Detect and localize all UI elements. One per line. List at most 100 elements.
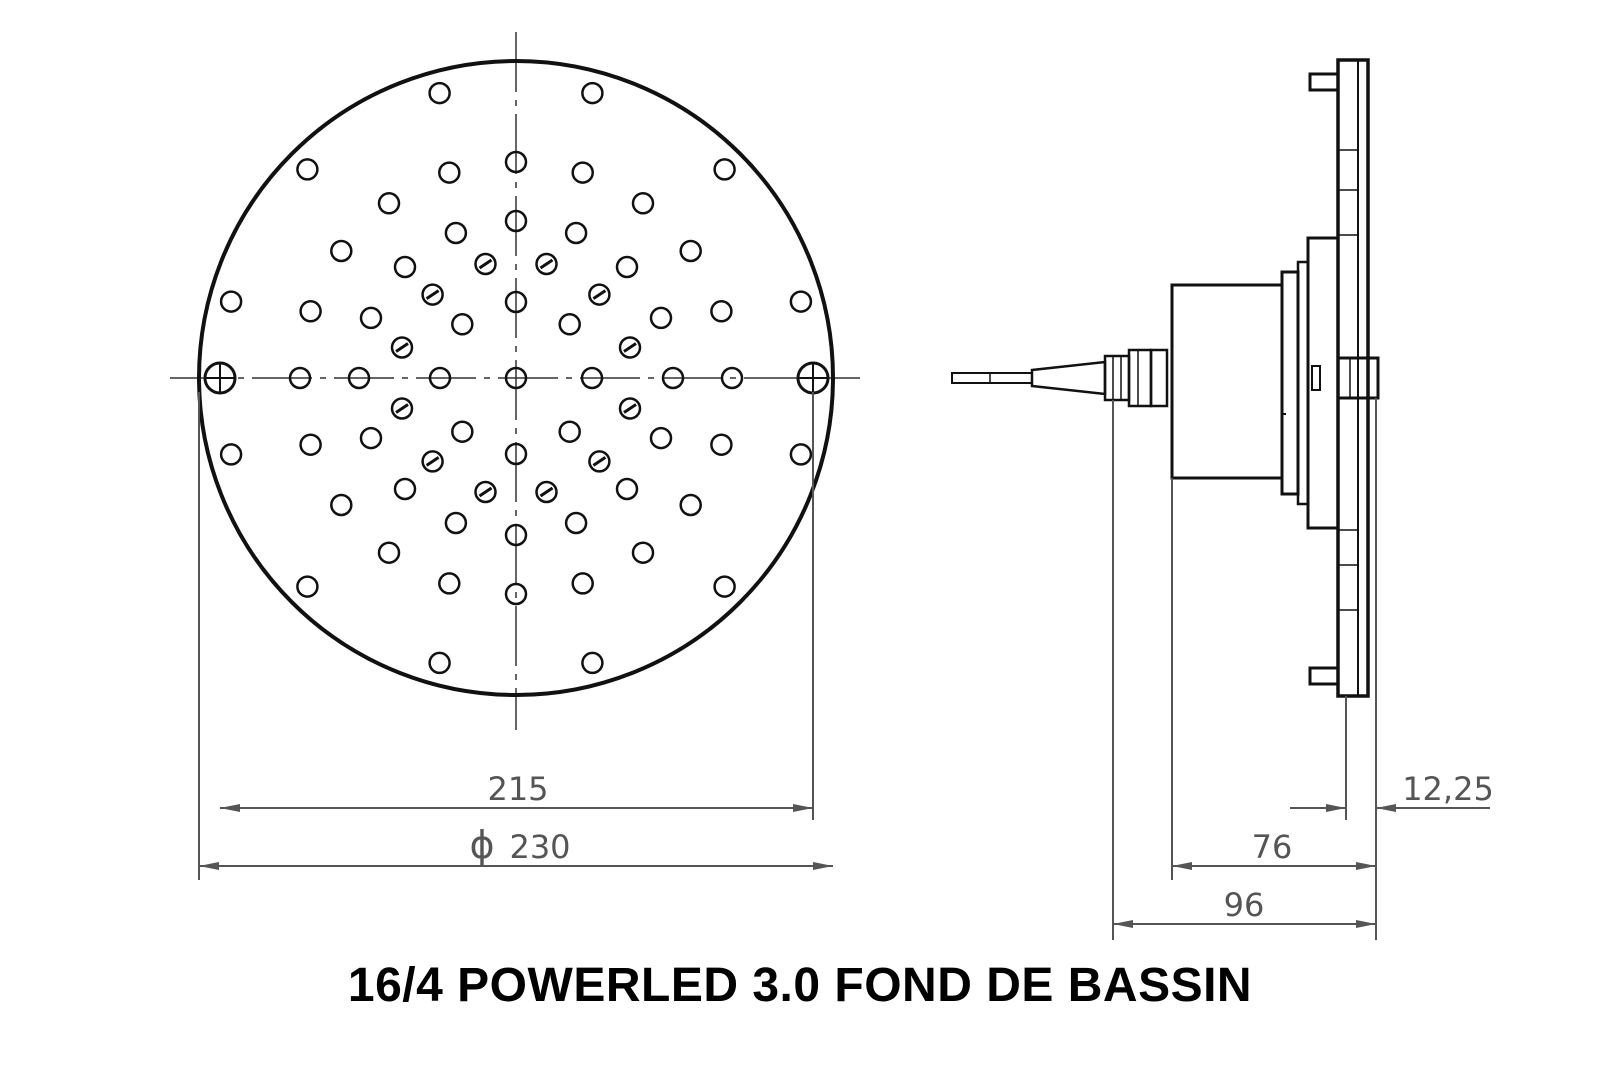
led-hole-mark xyxy=(539,486,554,498)
dim-96-label: 96 xyxy=(1224,886,1265,924)
led-hole-mark xyxy=(623,403,637,414)
housing xyxy=(1170,236,1340,530)
led-hole xyxy=(390,397,414,420)
led-hole xyxy=(571,572,594,595)
led-hole xyxy=(504,582,528,606)
front-dimensions: 215 ϕ 230 xyxy=(198,392,833,880)
side-view xyxy=(951,58,1380,698)
led-hole xyxy=(649,426,673,450)
led-hole xyxy=(296,575,319,598)
led-hole xyxy=(588,283,611,306)
led-hole xyxy=(296,158,319,181)
led-hole xyxy=(564,221,588,245)
led-hole-mark xyxy=(425,456,440,467)
led-hole xyxy=(474,252,497,276)
cable xyxy=(951,360,1107,396)
led-hole xyxy=(393,477,417,501)
dim-230-label: 230 xyxy=(509,828,570,866)
led-hole xyxy=(444,221,468,245)
cable-gland xyxy=(1103,348,1169,408)
led-hole xyxy=(330,239,353,263)
dim-12-25-label: 12,25 xyxy=(1402,770,1494,808)
led-hole xyxy=(615,255,639,279)
led-hole-mark xyxy=(395,403,409,414)
led-hole xyxy=(504,290,528,314)
led-hole xyxy=(789,290,813,313)
led-hole xyxy=(504,209,528,233)
led-hole xyxy=(581,651,604,675)
led-hole-mark xyxy=(478,258,493,270)
led-hole xyxy=(535,252,558,276)
led-hole-mark xyxy=(623,342,637,353)
led-hole xyxy=(330,493,353,517)
led-hole xyxy=(661,366,685,390)
led-hole xyxy=(421,283,444,306)
led-hole xyxy=(580,366,604,390)
led-hole xyxy=(504,366,528,390)
led-hole xyxy=(558,420,581,443)
led-hole xyxy=(421,450,444,473)
led-hole xyxy=(451,313,474,336)
led-hole xyxy=(564,511,588,535)
drawing-title: 16/4 POWERLED 3.0 FOND DE BASSIN xyxy=(347,959,1253,1012)
led-hole-mark xyxy=(539,258,554,270)
diameter-symbol: ϕ xyxy=(469,823,494,867)
led-hole xyxy=(631,192,655,215)
led-hole xyxy=(504,523,528,547)
led-hole xyxy=(299,433,322,456)
led-hole xyxy=(713,158,736,181)
led-hole xyxy=(558,313,581,336)
led-hole xyxy=(428,651,451,675)
led-hole-mark xyxy=(592,456,607,467)
led-hole-mark xyxy=(478,486,493,498)
led-hole-mark xyxy=(395,342,409,353)
led-hole xyxy=(720,366,744,390)
led-hole xyxy=(618,397,642,420)
led-hole xyxy=(288,366,312,390)
led-hole xyxy=(631,541,655,564)
mounting-pin-bottom xyxy=(1308,666,1340,686)
front-view xyxy=(170,32,860,730)
led-hole xyxy=(571,161,594,184)
led-hole xyxy=(219,290,243,313)
led-hole xyxy=(710,300,733,323)
mounting-pin-top xyxy=(1308,72,1340,92)
led-hole xyxy=(299,300,322,323)
led-hole xyxy=(581,81,604,105)
side-dimensions xyxy=(1112,398,1490,940)
led-hole xyxy=(710,433,733,456)
led-hole xyxy=(428,81,451,105)
led-hole xyxy=(649,306,673,330)
led-hole xyxy=(679,493,702,517)
led-hole xyxy=(359,306,383,330)
left-screw-icon xyxy=(203,361,237,395)
led-hole xyxy=(438,572,461,595)
face-plate xyxy=(1336,58,1380,698)
led-hole xyxy=(444,511,468,535)
led-hole xyxy=(359,426,383,450)
lamp-outline-circle xyxy=(197,59,835,697)
led-hole xyxy=(789,443,813,466)
right-screw-icon xyxy=(796,361,830,395)
led-hole xyxy=(535,480,558,504)
led-hole xyxy=(504,150,528,174)
led-hole xyxy=(219,443,243,466)
led-hole xyxy=(377,192,401,215)
led-hole xyxy=(393,255,417,279)
led-hole xyxy=(713,575,736,598)
led-hole xyxy=(474,480,497,504)
led-hole xyxy=(588,450,611,473)
led-hole xyxy=(618,336,642,359)
led-hole xyxy=(679,239,702,263)
led-hole xyxy=(347,366,371,390)
led-hole-mark xyxy=(592,289,607,300)
dim-76-label: 76 xyxy=(1252,828,1293,866)
led-hole xyxy=(438,161,461,184)
dim-215-label: 215 xyxy=(487,770,548,808)
led-hole xyxy=(377,541,401,564)
led-hole xyxy=(615,477,639,501)
led-hole-mark xyxy=(425,289,440,300)
led-hole xyxy=(451,420,474,443)
led-hole xyxy=(428,366,452,390)
